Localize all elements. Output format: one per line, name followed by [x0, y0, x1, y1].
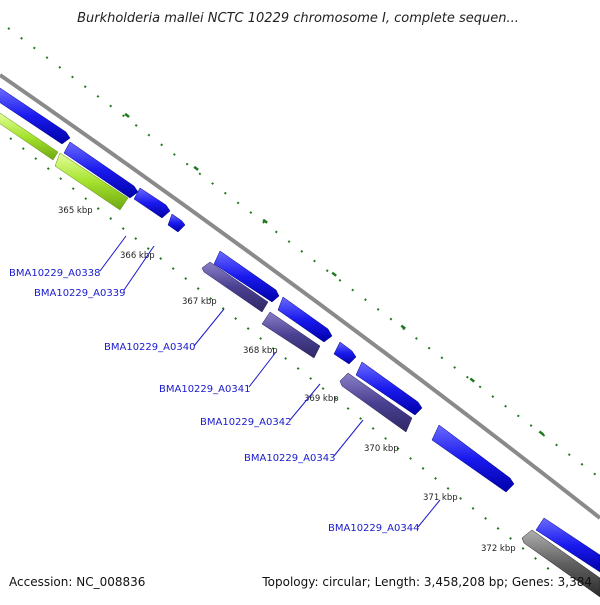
map-title: Burkholderia mallei NCTC 10229 chromosom… — [77, 11, 519, 26]
cds-forward-2[interactable] — [63, 141, 139, 199]
inner-dotted-ruler — [9, 137, 561, 579]
gene-label-a0344[interactable]: BMA10229_A0344 — [328, 523, 419, 534]
tick-label: 370 kbp — [364, 444, 399, 454]
leader-line — [99, 235, 127, 272]
gene-label-a0343[interactable]: BMA10229_A0343 — [244, 453, 335, 464]
leader-line — [123, 245, 155, 291]
tick-label: 369 kbp — [304, 394, 339, 404]
cds-forward-7[interactable] — [333, 341, 357, 365]
cds-reverse-1[interactable] — [201, 261, 269, 313]
cds-forward-10[interactable] — [535, 517, 600, 573]
cds-forward-9[interactable] — [431, 424, 515, 493]
outer-dotted-ruler — [7, 27, 600, 479]
cds-reverse-2[interactable] — [261, 311, 321, 359]
cds-forward-8[interactable] — [355, 361, 423, 416]
tick-label: 365 kbp — [58, 206, 93, 216]
cds-reverse-3[interactable] — [339, 372, 413, 433]
cds-green-1[interactable] — [0, 112, 59, 161]
cds-forward-6[interactable] — [277, 296, 333, 343]
tick-label: 371 kbp — [423, 493, 458, 503]
tick-label: 367 kbp — [182, 297, 217, 307]
outer-major-ticks — [59, 63, 600, 479]
cds-forward-4[interactable] — [167, 213, 186, 233]
accession-text: Accession: NC_008836 — [9, 575, 145, 589]
leader-line — [289, 383, 321, 421]
tick-label: 366 kbp — [120, 251, 155, 261]
leader-line — [248, 351, 277, 388]
leader-line — [333, 419, 364, 457]
cds-forward-5[interactable] — [213, 250, 280, 303]
gene-label-a0342[interactable]: BMA10229_A0342 — [200, 417, 291, 428]
cds-grey-1[interactable] — [521, 529, 600, 598]
tick-label: 368 kbp — [243, 346, 278, 356]
tick-label: 372 kbp — [481, 544, 516, 554]
chromosome-backbone — [0, 73, 600, 520]
gene-label-a0341[interactable]: BMA10229_A0341 — [159, 384, 250, 395]
leader-line — [417, 499, 441, 528]
gene-label-a0338[interactable]: BMA10229_A0338 — [9, 268, 100, 279]
genome-summary-text: Topology: circular; Length: 3,458,208 bp… — [261, 575, 592, 589]
leader-line — [193, 308, 225, 347]
cds-forward-1[interactable] — [0, 87, 71, 145]
cds-forward-3[interactable] — [133, 187, 171, 219]
gene-label-a0339[interactable]: BMA10229_A0339 — [34, 288, 125, 299]
gene-label-a0340[interactable]: BMA10229_A0340 — [104, 342, 195, 353]
cds-green-2[interactable] — [54, 152, 129, 211]
